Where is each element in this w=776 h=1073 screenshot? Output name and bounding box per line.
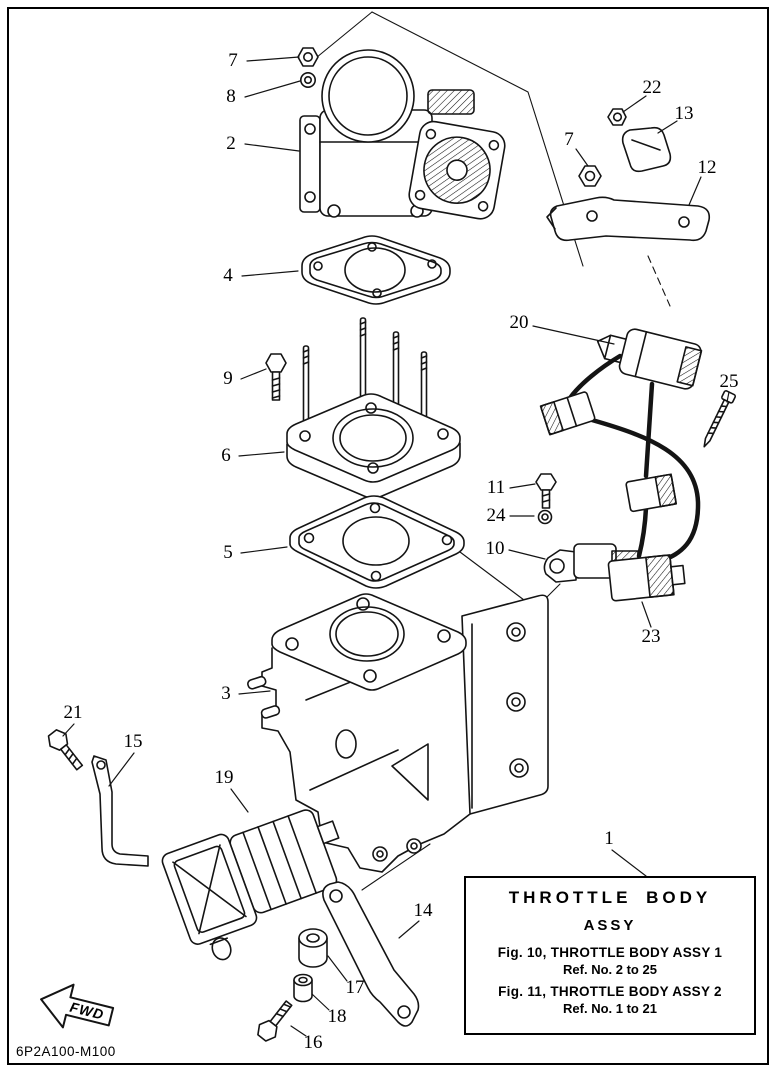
bracket-15 xyxy=(91,755,149,867)
callout-ref-11: 11 xyxy=(486,477,506,498)
callout-ref-7b: 7 xyxy=(564,129,574,150)
throttle-body-joint-3 xyxy=(247,593,549,873)
callout-ref-25: 25 xyxy=(719,371,739,392)
callout-ref-16: 16 xyxy=(303,1032,323,1053)
fwd-arrow: FWD xyxy=(40,983,115,1029)
bracket-14 xyxy=(322,881,420,1027)
info-box-ref1: Ref. No. 2 to 25 xyxy=(563,962,657,977)
info-box-subtitle: ASSY xyxy=(583,917,637,934)
drawing-code: 6P2A100-M100 xyxy=(16,1044,116,1059)
bolt-11-washer-24 xyxy=(535,473,557,525)
callout-ref-19: 19 xyxy=(214,767,234,788)
callout-ref-8: 8 xyxy=(226,86,236,107)
callout-ref-6: 6 xyxy=(221,445,231,466)
info-box: THROTTLE BODY ASSY Fig. 10, THROTTLE BOD… xyxy=(464,876,756,1035)
gasket-4 xyxy=(301,235,451,305)
bracket-group-12-13 xyxy=(546,108,711,242)
bolt-9 xyxy=(265,353,287,401)
callout-ref-12: 12 xyxy=(697,157,717,178)
info-box-title: THROTTLE BODY xyxy=(508,888,712,907)
callout-ref-22: 22 xyxy=(642,77,662,98)
info-box-ref2: Ref. No. 1 to 21 xyxy=(563,1001,657,1016)
wire-harness xyxy=(539,353,701,602)
diagram-border xyxy=(7,7,769,1065)
callout-ref-14: 14 xyxy=(413,900,433,921)
sensor-20 xyxy=(596,328,703,390)
info-box-fig2: Fig. 11, THROTTLE BODY ASSY 2 xyxy=(498,984,722,999)
callout-ref-10: 10 xyxy=(485,538,505,559)
bolt-21 xyxy=(47,729,84,771)
harness-connector-upper xyxy=(539,391,596,436)
spacer-18 xyxy=(293,973,313,1003)
callout-ref-17: 17 xyxy=(345,977,365,998)
callout-ref-1: 1 xyxy=(604,828,614,849)
connector-23 xyxy=(607,554,686,602)
spacer-plate-6 xyxy=(286,393,461,499)
callout-ref-2: 2 xyxy=(226,133,236,154)
callout-ref-18: 18 xyxy=(327,1006,347,1027)
solenoid-19 xyxy=(161,809,340,961)
callout-ref-15: 15 xyxy=(123,731,143,752)
callout-ref-20: 20 xyxy=(509,312,529,333)
bolt-16 xyxy=(257,1000,293,1042)
callout-ref-24: 24 xyxy=(486,505,506,526)
callout-ref-5: 5 xyxy=(223,542,233,563)
callout-ref-9: 9 xyxy=(223,368,233,389)
callout-ref-7: 7 xyxy=(228,50,238,71)
gasket-5 xyxy=(289,495,465,589)
screw-25 xyxy=(703,390,737,448)
throttle-body-part xyxy=(299,49,506,220)
callout-ref-21: 21 xyxy=(63,702,83,723)
grommet-17 xyxy=(298,928,328,968)
nut-7-washer-8 xyxy=(297,47,319,89)
harness-connector-middle xyxy=(625,473,678,513)
throttle-position-sensor xyxy=(408,120,506,220)
callout-ref-4: 4 xyxy=(223,265,233,286)
callout-ref-3: 3 xyxy=(221,683,231,704)
callout-ref-13: 13 xyxy=(674,103,694,124)
leader-lines xyxy=(62,56,730,1037)
info-box-fig1: Fig. 10, THROTTLE BODY ASSY 1 xyxy=(497,945,723,960)
callout-ref-23: 23 xyxy=(641,626,661,647)
